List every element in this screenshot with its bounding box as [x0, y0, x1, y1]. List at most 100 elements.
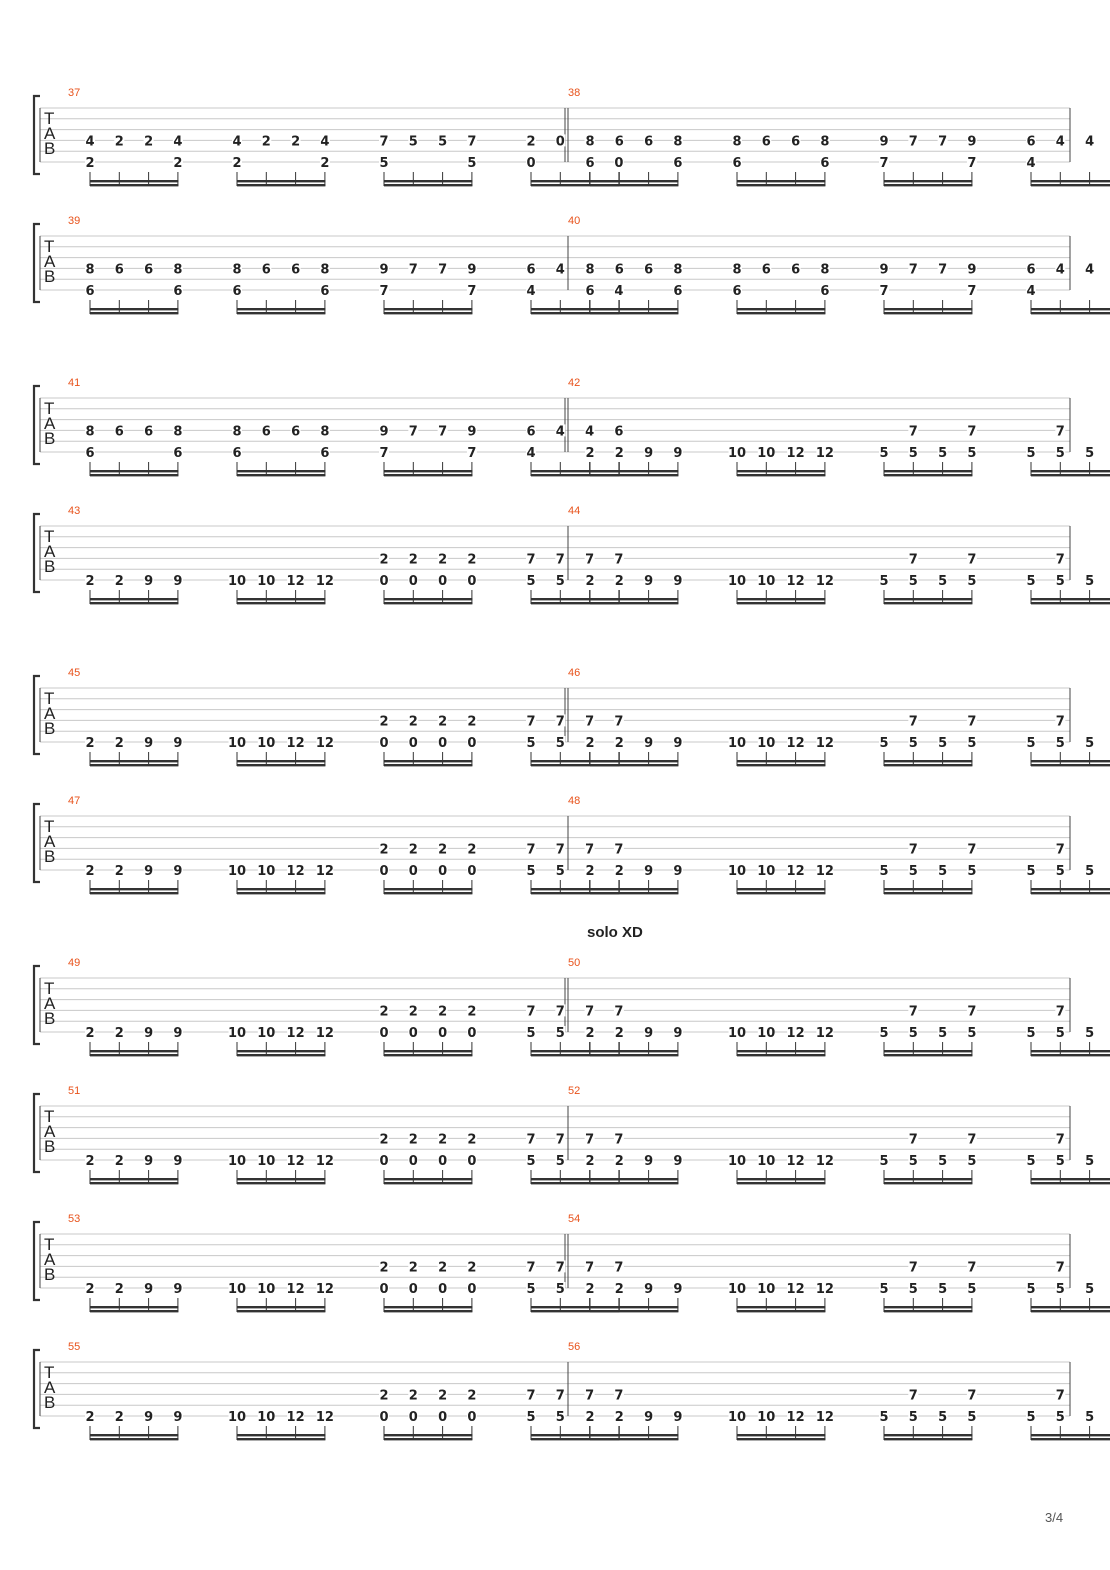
fret-number: 7 [1056, 552, 1065, 567]
fret-background [261, 134, 272, 147]
fret-background [257, 736, 275, 748]
fret-number: 0 [409, 736, 418, 751]
fret-number: 9 [644, 446, 653, 461]
fret-number: 10 [757, 1154, 775, 1169]
fret-number: 2 [85, 864, 94, 879]
measure-number: 44 [568, 505, 580, 517]
fret-background [757, 1154, 775, 1166]
fret-number: 4 [1056, 134, 1065, 149]
beam [737, 474, 826, 477]
beam [531, 892, 620, 895]
fret-number: 10 [228, 1282, 246, 1297]
system-bracket [32, 674, 40, 756]
fret-number: 7 [526, 1260, 535, 1275]
fret-background [966, 156, 977, 168]
beam [237, 888, 326, 891]
fret-number: 5 [379, 156, 388, 171]
fret-number: 8 [820, 134, 829, 149]
beam [737, 184, 826, 187]
fret-number: 9 [673, 574, 682, 589]
fret-background [437, 1154, 448, 1166]
fret-number: 5 [556, 1410, 565, 1425]
fret-number: 0 [379, 736, 388, 751]
beam [1031, 312, 1110, 315]
fret-background [787, 574, 805, 586]
fret-background [85, 262, 95, 275]
fret-number: 9 [144, 1154, 153, 1169]
fret-background [257, 1154, 275, 1166]
fret-background [555, 736, 566, 748]
measure-number: 52 [568, 1085, 580, 1097]
fret-background [379, 864, 389, 876]
fret-background [114, 1154, 125, 1166]
beam [884, 308, 973, 311]
fret-number: 2 [320, 156, 329, 171]
fret-background [966, 1388, 977, 1401]
fret-background [437, 1260, 448, 1273]
fret-background [1026, 1282, 1036, 1294]
beam [884, 1434, 973, 1437]
fret-background [816, 864, 834, 876]
fret-background [228, 1282, 246, 1294]
beam [590, 602, 679, 605]
fret-number: 2 [585, 574, 594, 589]
fret-number: 7 [438, 424, 447, 439]
fret-background [172, 134, 183, 147]
fret-background [114, 574, 125, 586]
measure-number: 55 [68, 1341, 80, 1353]
fret-background [643, 446, 654, 458]
beam [1031, 764, 1110, 767]
fret-number: 7 [585, 714, 594, 729]
fret-background [408, 1410, 419, 1422]
fret-number: 5 [879, 574, 888, 589]
beam [737, 312, 826, 315]
beam [90, 888, 179, 891]
fret-background [643, 1282, 654, 1294]
fret-background [257, 1410, 275, 1422]
beam [531, 180, 620, 183]
fret-background [555, 714, 566, 727]
fret-number: 10 [257, 736, 275, 751]
fret-background [114, 1410, 125, 1422]
fret-background [614, 1154, 625, 1166]
fret-background [466, 552, 477, 565]
beam [590, 598, 679, 601]
fret-number: 0 [438, 1154, 447, 1169]
fret-background [614, 736, 625, 748]
beam [531, 1182, 620, 1185]
fret-background [466, 262, 477, 275]
fret-number: 4 [85, 134, 94, 149]
fret-background [379, 1132, 389, 1145]
fret-background [819, 134, 830, 147]
fret-background [379, 1282, 389, 1294]
fret-number: 8 [232, 262, 241, 277]
beam [590, 474, 679, 477]
fret-number: 6 [820, 284, 829, 299]
beam [384, 1310, 473, 1313]
fret-number: 12 [316, 736, 334, 751]
tab-clef-letter: T [44, 817, 54, 836]
fret-background [408, 1026, 419, 1038]
fret-number: 2 [585, 1410, 594, 1425]
fret-background [228, 1026, 246, 1038]
fret-number: 5 [967, 574, 976, 589]
fret-background [555, 262, 566, 275]
measure-number: 48 [568, 795, 580, 807]
fret-background [408, 1388, 419, 1401]
fret-number: 2 [467, 714, 476, 729]
system-bracket [32, 1220, 40, 1302]
fret-number: 7 [556, 714, 565, 729]
fret-number: 6 [144, 262, 153, 277]
fret-background [879, 1154, 889, 1166]
measure-number: 56 [568, 1341, 580, 1353]
beam [1031, 1306, 1110, 1309]
fret-background [555, 1282, 566, 1294]
fret-background [672, 1410, 683, 1422]
fret-background [526, 1004, 536, 1017]
fret-background [143, 864, 154, 876]
fret-background [1084, 1282, 1095, 1294]
fret-background [761, 262, 772, 275]
fret-background [966, 424, 977, 437]
fret-number: 7 [409, 262, 418, 277]
fret-number: 0 [467, 1154, 476, 1169]
